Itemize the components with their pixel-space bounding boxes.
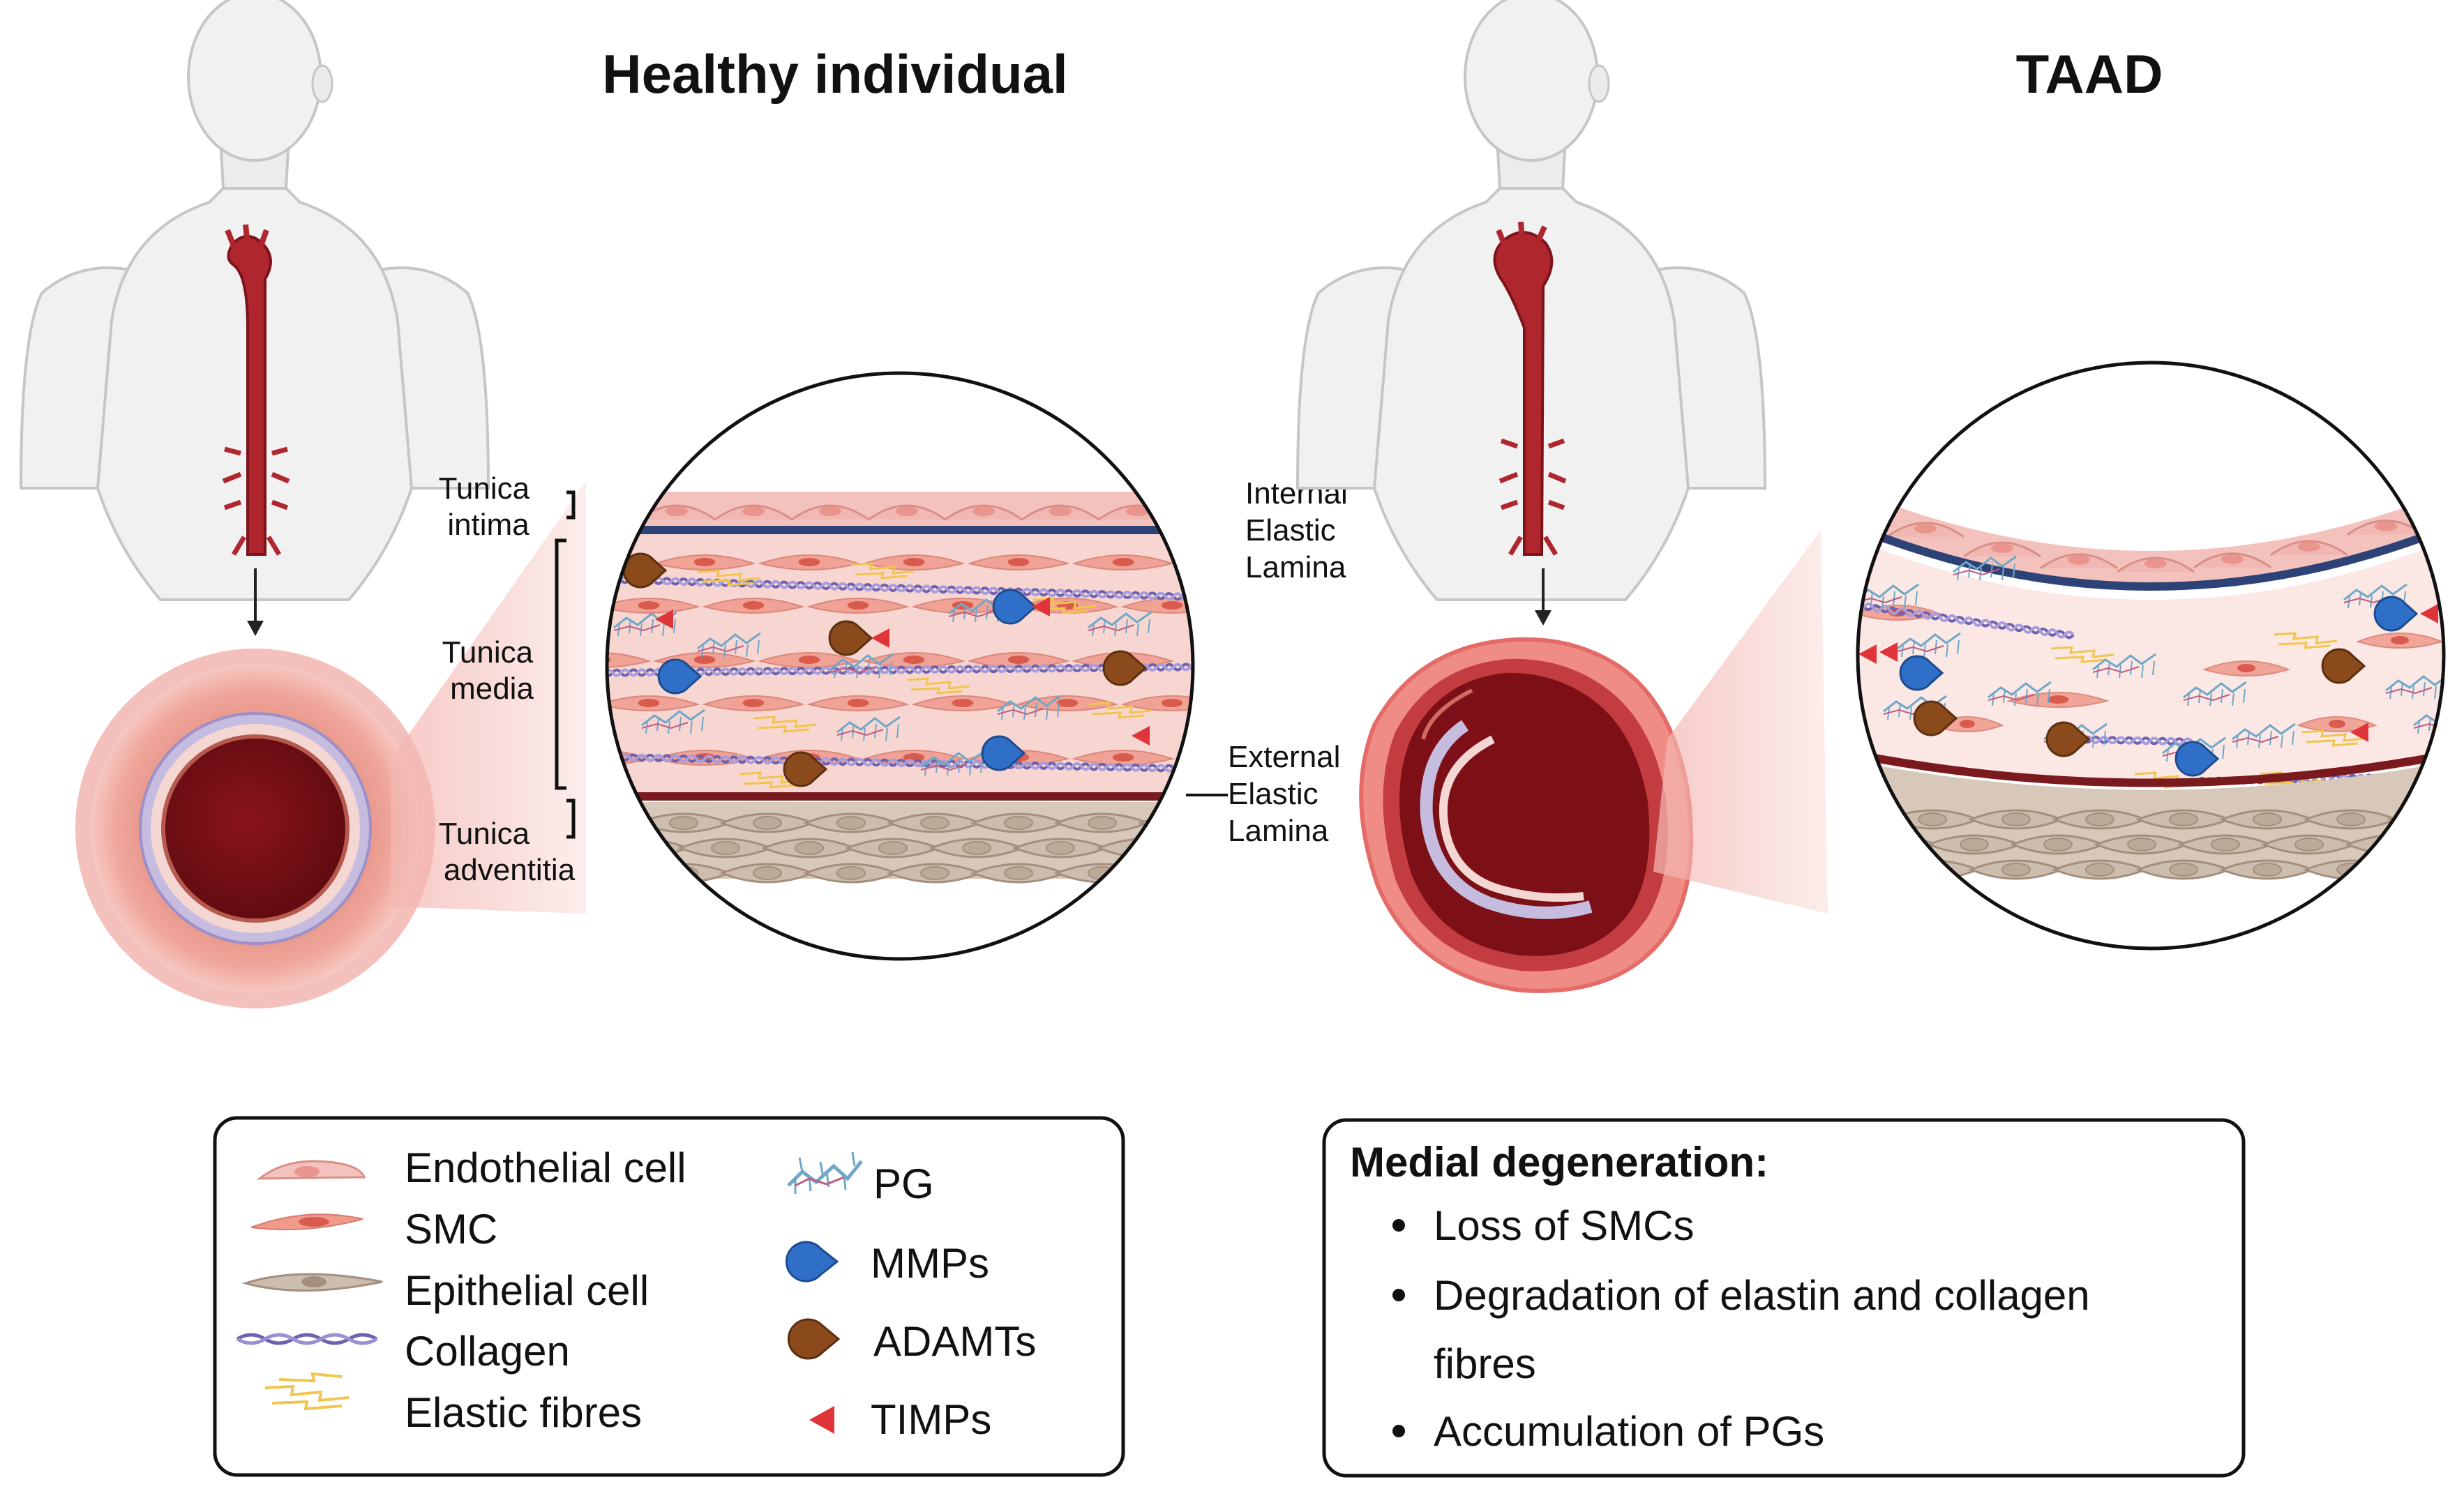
bullet-2: Degradation of elastin and collagen fibr… (1434, 1272, 2101, 1387)
down-arrow-icon (1535, 568, 1552, 626)
legend-endothelial-label: Endothelial cell (405, 1144, 686, 1191)
legend-epithelial-label: Epithelial cell (405, 1267, 649, 1314)
timp-icon (809, 1406, 834, 1434)
endothelial-cell-icon (256, 1160, 366, 1180)
legend-collagen-label: Collagen (405, 1328, 570, 1375)
aorta-cross-section-healthy (75, 649, 435, 1008)
adamt-icon (787, 1318, 841, 1360)
aorta-healthy (222, 224, 290, 556)
svg-text:Tunica intima: Tunica intima (439, 471, 539, 542)
collagen-icon (236, 1333, 378, 1345)
down-arrow-icon (247, 568, 264, 636)
degeneration-title: Medial degeneration: (1350, 1139, 1768, 1186)
mmp-icon (786, 1241, 839, 1283)
legend-box (213, 1116, 1125, 1477)
bullet-icon (1392, 1219, 1405, 1232)
legend-smc-label: SMC (405, 1206, 497, 1253)
healthy-title: Healthy individual (602, 43, 1067, 105)
aorta-taad (1493, 221, 1567, 556)
zoom-circle-taad (1856, 361, 2446, 951)
legend-mmp-label: MMPs (871, 1240, 989, 1287)
aorta-cross-section-taad (1359, 637, 1694, 993)
epithelial-cell-icon (241, 1273, 383, 1292)
taad-title: TAAD (2016, 43, 2163, 105)
bullet-1: Loss of SMCs (1434, 1202, 1694, 1249)
elastic-fibres-icon (264, 1372, 350, 1411)
legend-pg-label: PG (873, 1160, 934, 1207)
vessel-wall-zoom-taad (1858, 363, 2444, 948)
degeneration-box (1322, 1118, 2246, 1478)
legend-timp-label: TIMPs (871, 1396, 991, 1443)
legend: Endothelial cell SMC Epithelial cell Col… (236, 1144, 1036, 1443)
bullet-icon (1392, 1425, 1405, 1437)
zoom-cone-taad (1653, 530, 1828, 914)
svg-text:Tunica media: Tunica media (442, 635, 542, 706)
pg-icon (787, 1151, 863, 1194)
human-body-taad (1295, 0, 1767, 601)
vessel-wall-zoom-healthy (607, 373, 1193, 959)
bullet-3: Accumulation of PGs (1434, 1408, 1824, 1455)
svg-text:Internal Elastic L: Internal Elastic Lamina (1245, 476, 1356, 584)
legend-elastic-label: Elastic fibres (405, 1389, 642, 1436)
zoom-circle-healthy (605, 371, 1195, 961)
svg-text:External Elastic L: External Elastic Lamina (1228, 740, 1349, 848)
svg-text:Tunica adventitia: Tunica adventitia (439, 817, 576, 887)
layer-labels: Tunica intima Tunica media Tunica advent… (439, 471, 1356, 887)
degeneration-panel: Medial degeneration: Loss of SMCs Degrad… (1350, 1139, 2101, 1455)
smc-icon (250, 1213, 363, 1231)
zoom-cone-healthy (391, 481, 586, 914)
bullet-icon (1392, 1289, 1405, 1301)
legend-adamt-label: ADAMTs (873, 1318, 1036, 1365)
